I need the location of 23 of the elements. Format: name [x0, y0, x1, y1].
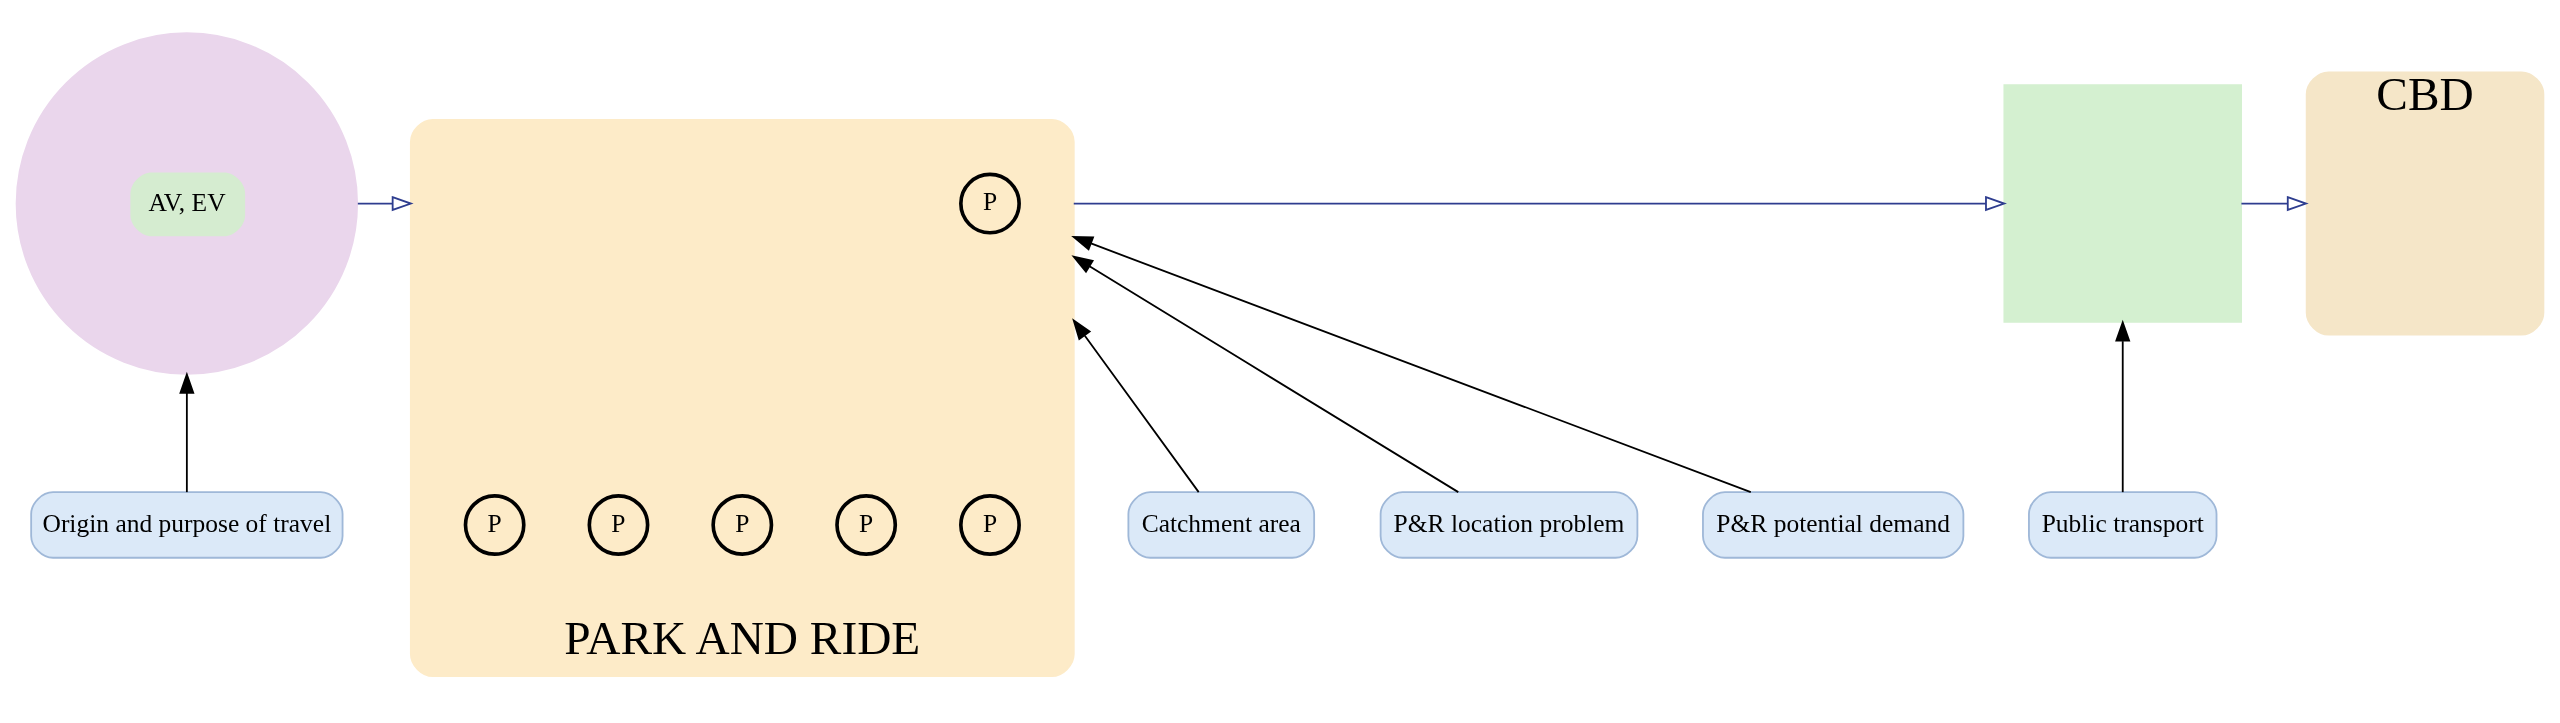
- node-box: Origin and purpose of travel: [30, 490, 344, 559]
- arrow: [1072, 317, 1200, 493]
- arrow: [2240, 195, 2309, 211]
- arrow: [1072, 195, 2007, 211]
- node-box: [2003, 83, 2242, 323]
- arrow: [179, 371, 195, 493]
- arrow: [356, 195, 414, 211]
- node-box: Public transport: [2028, 490, 2218, 559]
- arrow: [2115, 319, 2131, 493]
- node-circle: P: [711, 493, 774, 556]
- node-box: CBD: [2305, 71, 2545, 336]
- node-box: P&R potential demand: [1702, 490, 1965, 559]
- node-circle: P: [587, 493, 650, 556]
- node-circle: P: [959, 172, 1021, 234]
- cluster: [15, 31, 359, 375]
- arrow: [1071, 235, 1752, 493]
- node-box: Catchment area: [1127, 490, 1316, 559]
- node-box: P&R location problem: [1379, 490, 1639, 559]
- node-circle: P: [959, 493, 1021, 556]
- node-circle: P: [835, 493, 898, 556]
- arrow: [1071, 254, 1460, 493]
- node-circle: P: [463, 493, 526, 556]
- node-text: AV, EV: [148, 187, 226, 217]
